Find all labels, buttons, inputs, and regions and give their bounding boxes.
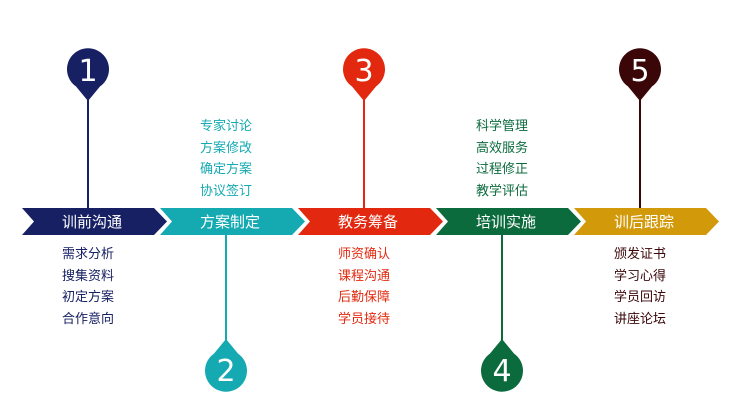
stage-item: 颁发证书	[613, 247, 666, 262]
stage-items-2: 专家讨论方案修改确定方案协议签订	[171, 116, 281, 202]
stage-number-5: 5	[630, 54, 649, 89]
stage-item: 搜集资料	[61, 268, 114, 284]
stage-item: 学员回访	[613, 290, 666, 305]
stage-item: 科学管理	[475, 119, 528, 134]
stage-title-4: 培训实施	[476, 213, 536, 231]
stage-pin-1	[67, 48, 110, 101]
stage-item: 合作意向	[61, 311, 114, 327]
stage-item: 高效服务	[475, 140, 528, 156]
stage-chevron-5	[574, 208, 719, 235]
stage-item: 课程沟通	[337, 268, 390, 284]
stage-pin-5	[619, 48, 661, 101]
stage-item: 过程修正	[475, 162, 528, 177]
stage-item: 学员接待	[337, 311, 390, 327]
stage-number-1: 1	[78, 54, 97, 89]
stage-item: 讲座论坛	[613, 311, 666, 327]
stage-item: 初定方案	[61, 290, 114, 305]
stage-chevron-1	[22, 208, 167, 235]
stage-title-2: 方案制定	[200, 213, 260, 231]
stage-items-3: 师资确认课程沟通后勤保障学员接待	[309, 244, 419, 330]
stage-item: 专家讨论	[199, 119, 252, 134]
stage-item: 协议签订	[199, 183, 252, 199]
stage-item: 需求分析	[61, 247, 114, 262]
stage-chevron-2	[160, 208, 305, 235]
stage-item: 师资确认	[337, 247, 390, 262]
stage-items-4: 科学管理高效服务过程修正教学评估	[447, 116, 557, 202]
stage-item: 方案修改	[199, 140, 252, 156]
stage-pin-3	[343, 48, 385, 101]
stage-item: 学习心得	[613, 268, 666, 284]
stage-item: 教学评估	[475, 183, 528, 199]
stage-items-1: 需求分析搜集资料初定方案合作意向	[33, 244, 143, 330]
stage-title-3: 教务筹备	[338, 213, 398, 231]
stage-title-1: 训前沟通	[62, 213, 122, 231]
stage-pin-4	[481, 339, 523, 392]
stage-pin-2	[205, 339, 247, 392]
stage-chevron-3	[298, 208, 443, 235]
stage-item: 确定方案	[199, 162, 252, 177]
stage-number-2: 2	[216, 354, 235, 389]
stage-number-3: 3	[354, 54, 373, 89]
stage-number-4: 4	[492, 354, 511, 389]
stage-item: 后勤保障	[337, 290, 390, 305]
stage-chevron-4	[436, 208, 581, 235]
stage-items-5: 颁发证书学习心得学员回访讲座论坛	[585, 244, 695, 330]
stage-title-5: 训后跟踪	[614, 213, 674, 231]
